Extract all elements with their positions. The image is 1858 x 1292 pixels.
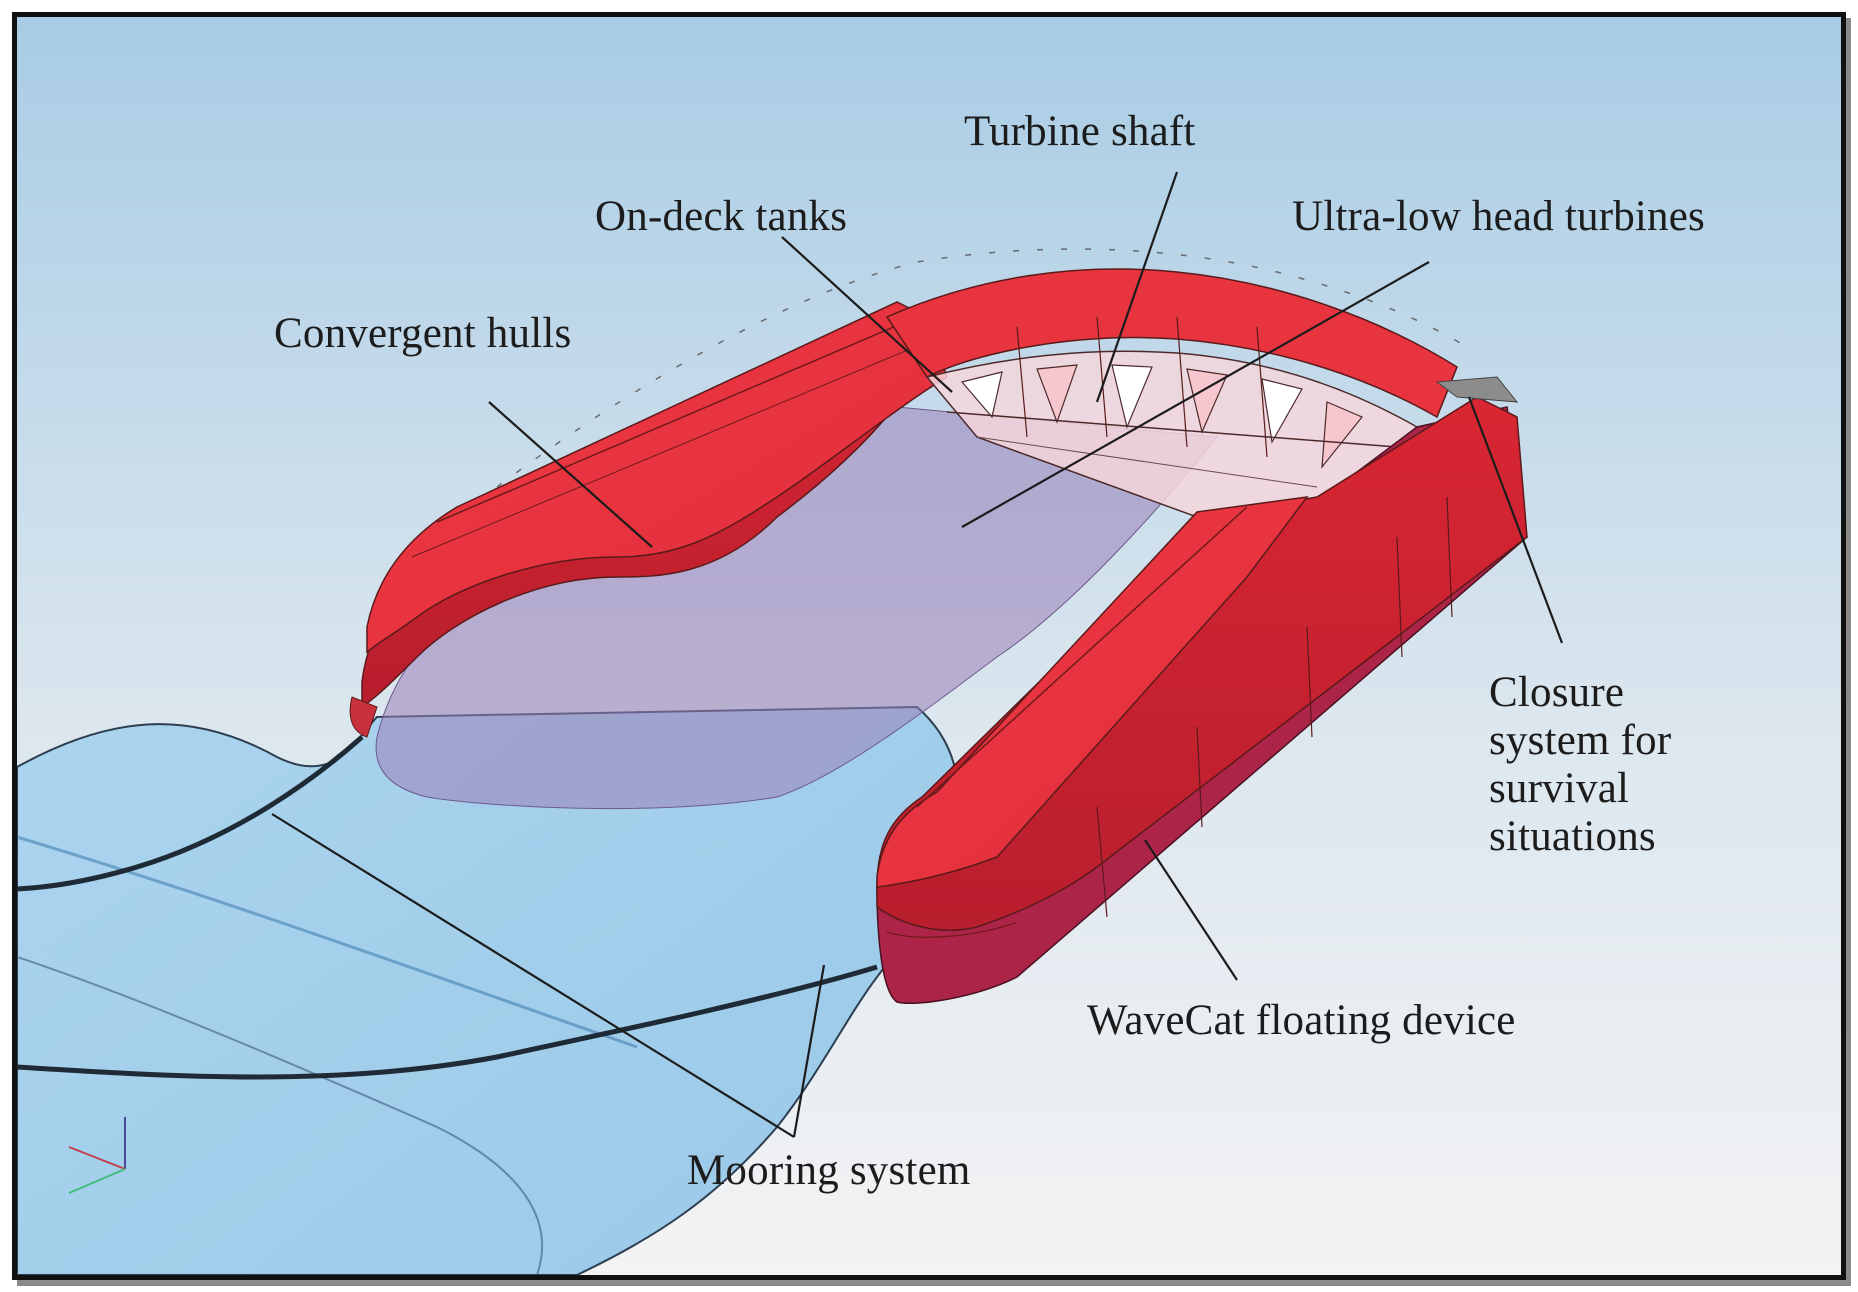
leader-lines [271, 171, 1564, 1138]
sea-wave-line [17, 956, 543, 1275]
label-wavecat-floating-device: WaveCat floating device [1087, 997, 1516, 1044]
right-hull [876, 376, 1528, 1005]
sea-wave-line-2 [17, 835, 638, 1049]
mooring-line-right [17, 964, 878, 1080]
left-hull [349, 301, 948, 738]
label-closure-line-1: Closure [1489, 669, 1625, 716]
label-mooring-system: Mooring system [687, 1147, 971, 1194]
turbine-frame [496, 248, 1468, 518]
label-ultra-low-head-turbines: Ultra-low head turbines [1292, 193, 1705, 240]
wavecat-diagram [17, 17, 1841, 1275]
label-closure-line-3: survival [1489, 765, 1630, 813]
mooring-line-left [17, 735, 364, 892]
label-closure-line-2: system for [1489, 717, 1672, 765]
label-closure-line-4: situations [1489, 813, 1656, 861]
label-closure-system: Closure system for survival situations [1489, 669, 1671, 862]
label-convergent-hulls: Convergent hulls [274, 310, 572, 357]
label-turbine-shaft: Turbine shaft [964, 108, 1196, 155]
figure-frame: Turbine shaft On-deck tanks Ultra-low he… [12, 12, 1846, 1280]
label-on-deck-tanks: On-deck tanks [595, 193, 848, 240]
axis-triad [68, 1117, 126, 1194]
